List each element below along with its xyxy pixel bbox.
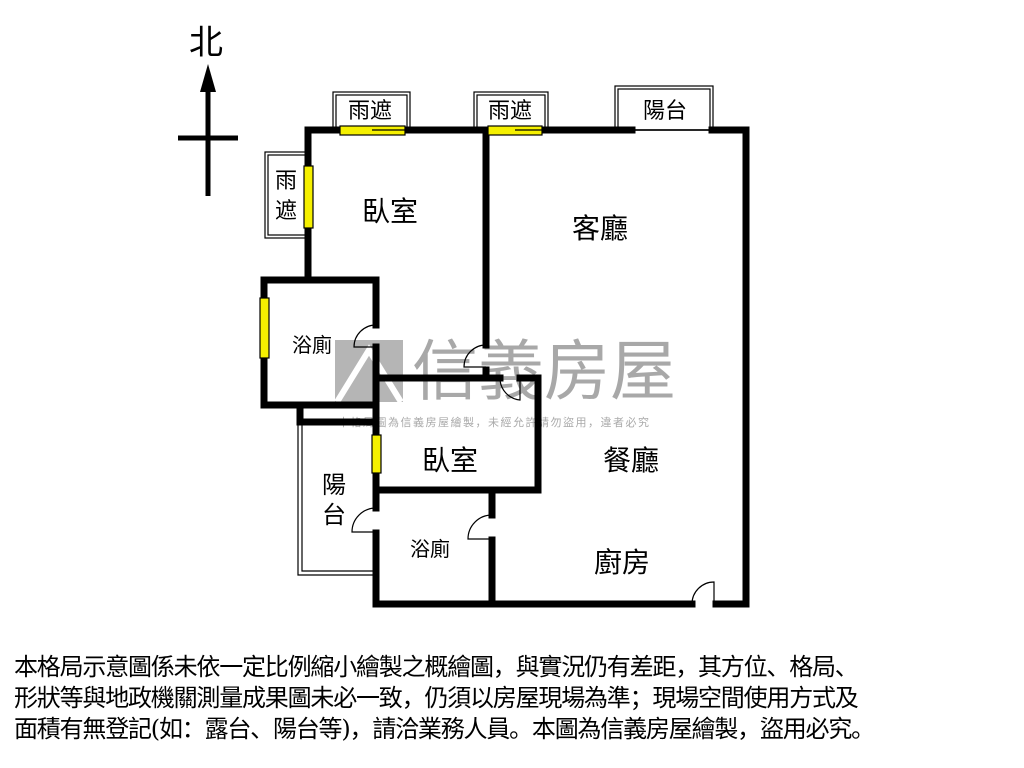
door-living	[463, 344, 487, 368]
doors	[351, 324, 715, 605]
north-label: 北	[189, 23, 223, 63]
label-balcony-side: 陽	[322, 471, 346, 499]
label-balcony-top: 陽台	[643, 99, 687, 124]
label-dining-room: 餐廳	[603, 444, 659, 477]
label-awning-side: 遮	[275, 199, 297, 224]
label-kitchen: 廚房	[594, 546, 650, 579]
window	[371, 434, 382, 474]
watermark: 信義房屋 本格局圖為信義房屋繪製，未經允許請勿盜用，違者必究	[334, 333, 676, 429]
north-compass: 北	[178, 23, 238, 196]
label-awning-side: 雨	[275, 169, 297, 194]
door-balcony	[351, 507, 377, 533]
door-bedroom2	[499, 377, 521, 401]
disclaimer-line: 面積有無登記(如：露台、陽台等)，請洽業務人員。本圖為信義房屋繪製，盜用必究。	[14, 715, 875, 743]
label-bedroom-second: 臥室	[422, 444, 478, 477]
door-bath-upper	[353, 324, 377, 348]
label-bathroom-upper: 浴廁	[292, 333, 332, 357]
label-living-room: 客廳	[572, 212, 628, 245]
windows	[259, 125, 543, 474]
door-entrance	[691, 581, 715, 605]
disclaimer-line: 形狀等與地政機關測量成果圖未必一致，仍須以房屋現場為準；現場空間使用方式及	[14, 684, 859, 712]
label-balcony-side: 台	[322, 501, 346, 529]
room-labels: 臥室 客廳 浴廁 臥室 餐廳 陽 台 浴廁 廚房 陽台 雨遮 雨遮 雨 遮	[275, 99, 687, 579]
watermark-brand: 信義房屋	[412, 333, 676, 410]
window	[303, 165, 314, 229]
walls	[260, 126, 750, 608]
label-awning: 雨遮	[488, 99, 532, 124]
disclaimer: 本格局示意圖係未依一定比例縮小繪製之概繪圖，與實況仍有差距，其方位、格局、 形狀…	[14, 652, 1014, 745]
door-bath-lower	[467, 514, 493, 540]
label-awning: 雨遮	[348, 99, 392, 124]
north-arrow-icon	[200, 64, 216, 92]
disclaimer-line: 本格局示意圖係未依一定比例縮小繪製之概繪圖，與實況仍有差距，其方位、格局、	[14, 653, 859, 681]
window	[259, 297, 270, 359]
label-bathroom-lower: 浴廁	[410, 537, 450, 561]
label-bedroom-main: 臥室	[362, 195, 418, 228]
watermark-notice: 本格局圖為信義房屋繪製，未經允許請勿盜用，違者必究	[338, 415, 651, 429]
